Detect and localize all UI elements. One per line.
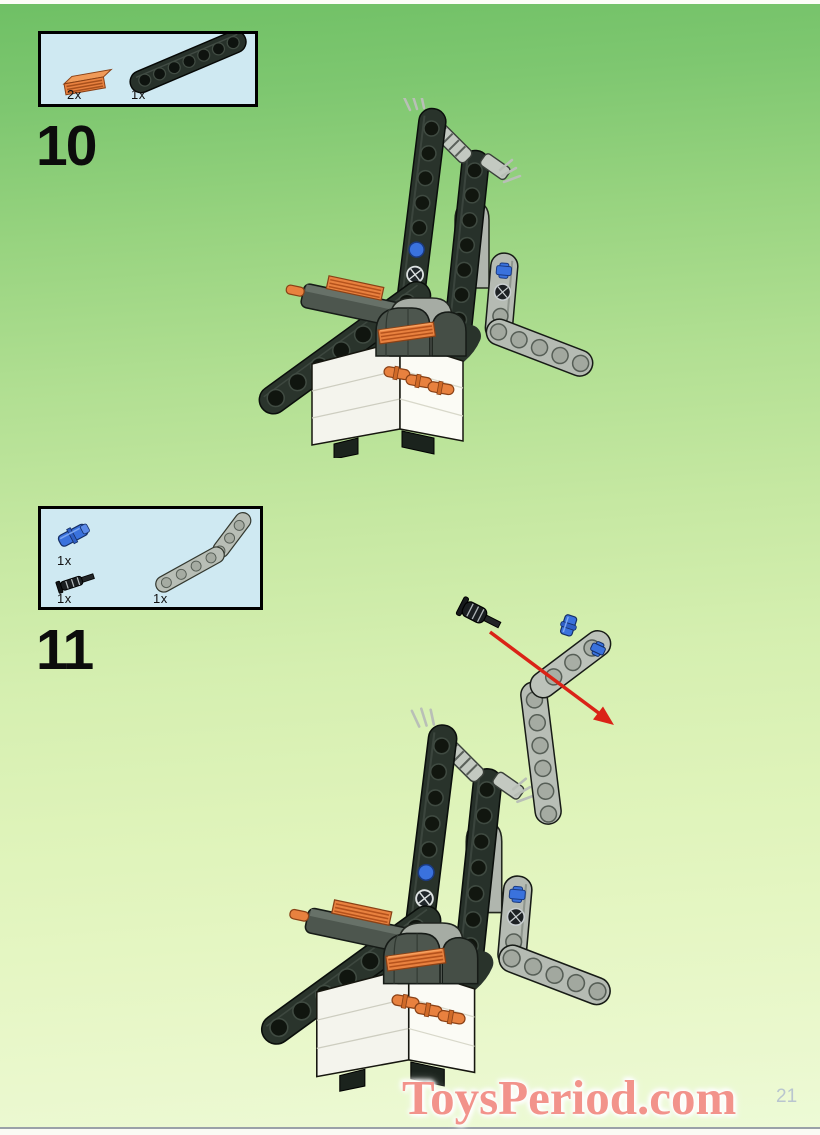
page-number: 21 [776,1086,798,1107]
step-10-model-illustration [250,98,600,458]
blue-axle-pin-icon [590,641,606,657]
part-quantity: 1x [57,591,72,606]
part-quantity: 1x [131,87,146,102]
part-quantity: 1x [153,591,168,606]
step-11-parts-box: 1x 1x 1x [38,506,263,610]
step-11-model-illustration [240,596,660,1092]
orange-grille-tile-icon [62,68,113,96]
black-technic-beam-icon [129,34,247,94]
part-quantity: 1x [57,553,72,568]
watermark: ToysPeriod.com [402,1070,737,1125]
blue-axle-pin-icon [57,523,90,547]
part-quantity: 2x [67,87,82,102]
gray-angled-beam-icon [155,511,252,593]
step-10-number: 10 [36,114,97,178]
insertion-arrow [488,630,614,725]
black-pin-axle-icon [55,573,95,594]
scan-top-edge [0,0,820,4]
black-pin-axle-part [455,596,502,629]
scan-bottom-line [0,1127,820,1129]
step-11-number: 11 [36,618,94,682]
scan-bottom-edge [0,1129,820,1135]
step-10-parts-icons [62,34,247,96]
gray-angled-beam-part [520,614,612,825]
blue-pin-icon [559,614,578,637]
step-10-parts-box: 2x 1x [38,31,258,107]
step-11-parts-icons [55,511,252,594]
